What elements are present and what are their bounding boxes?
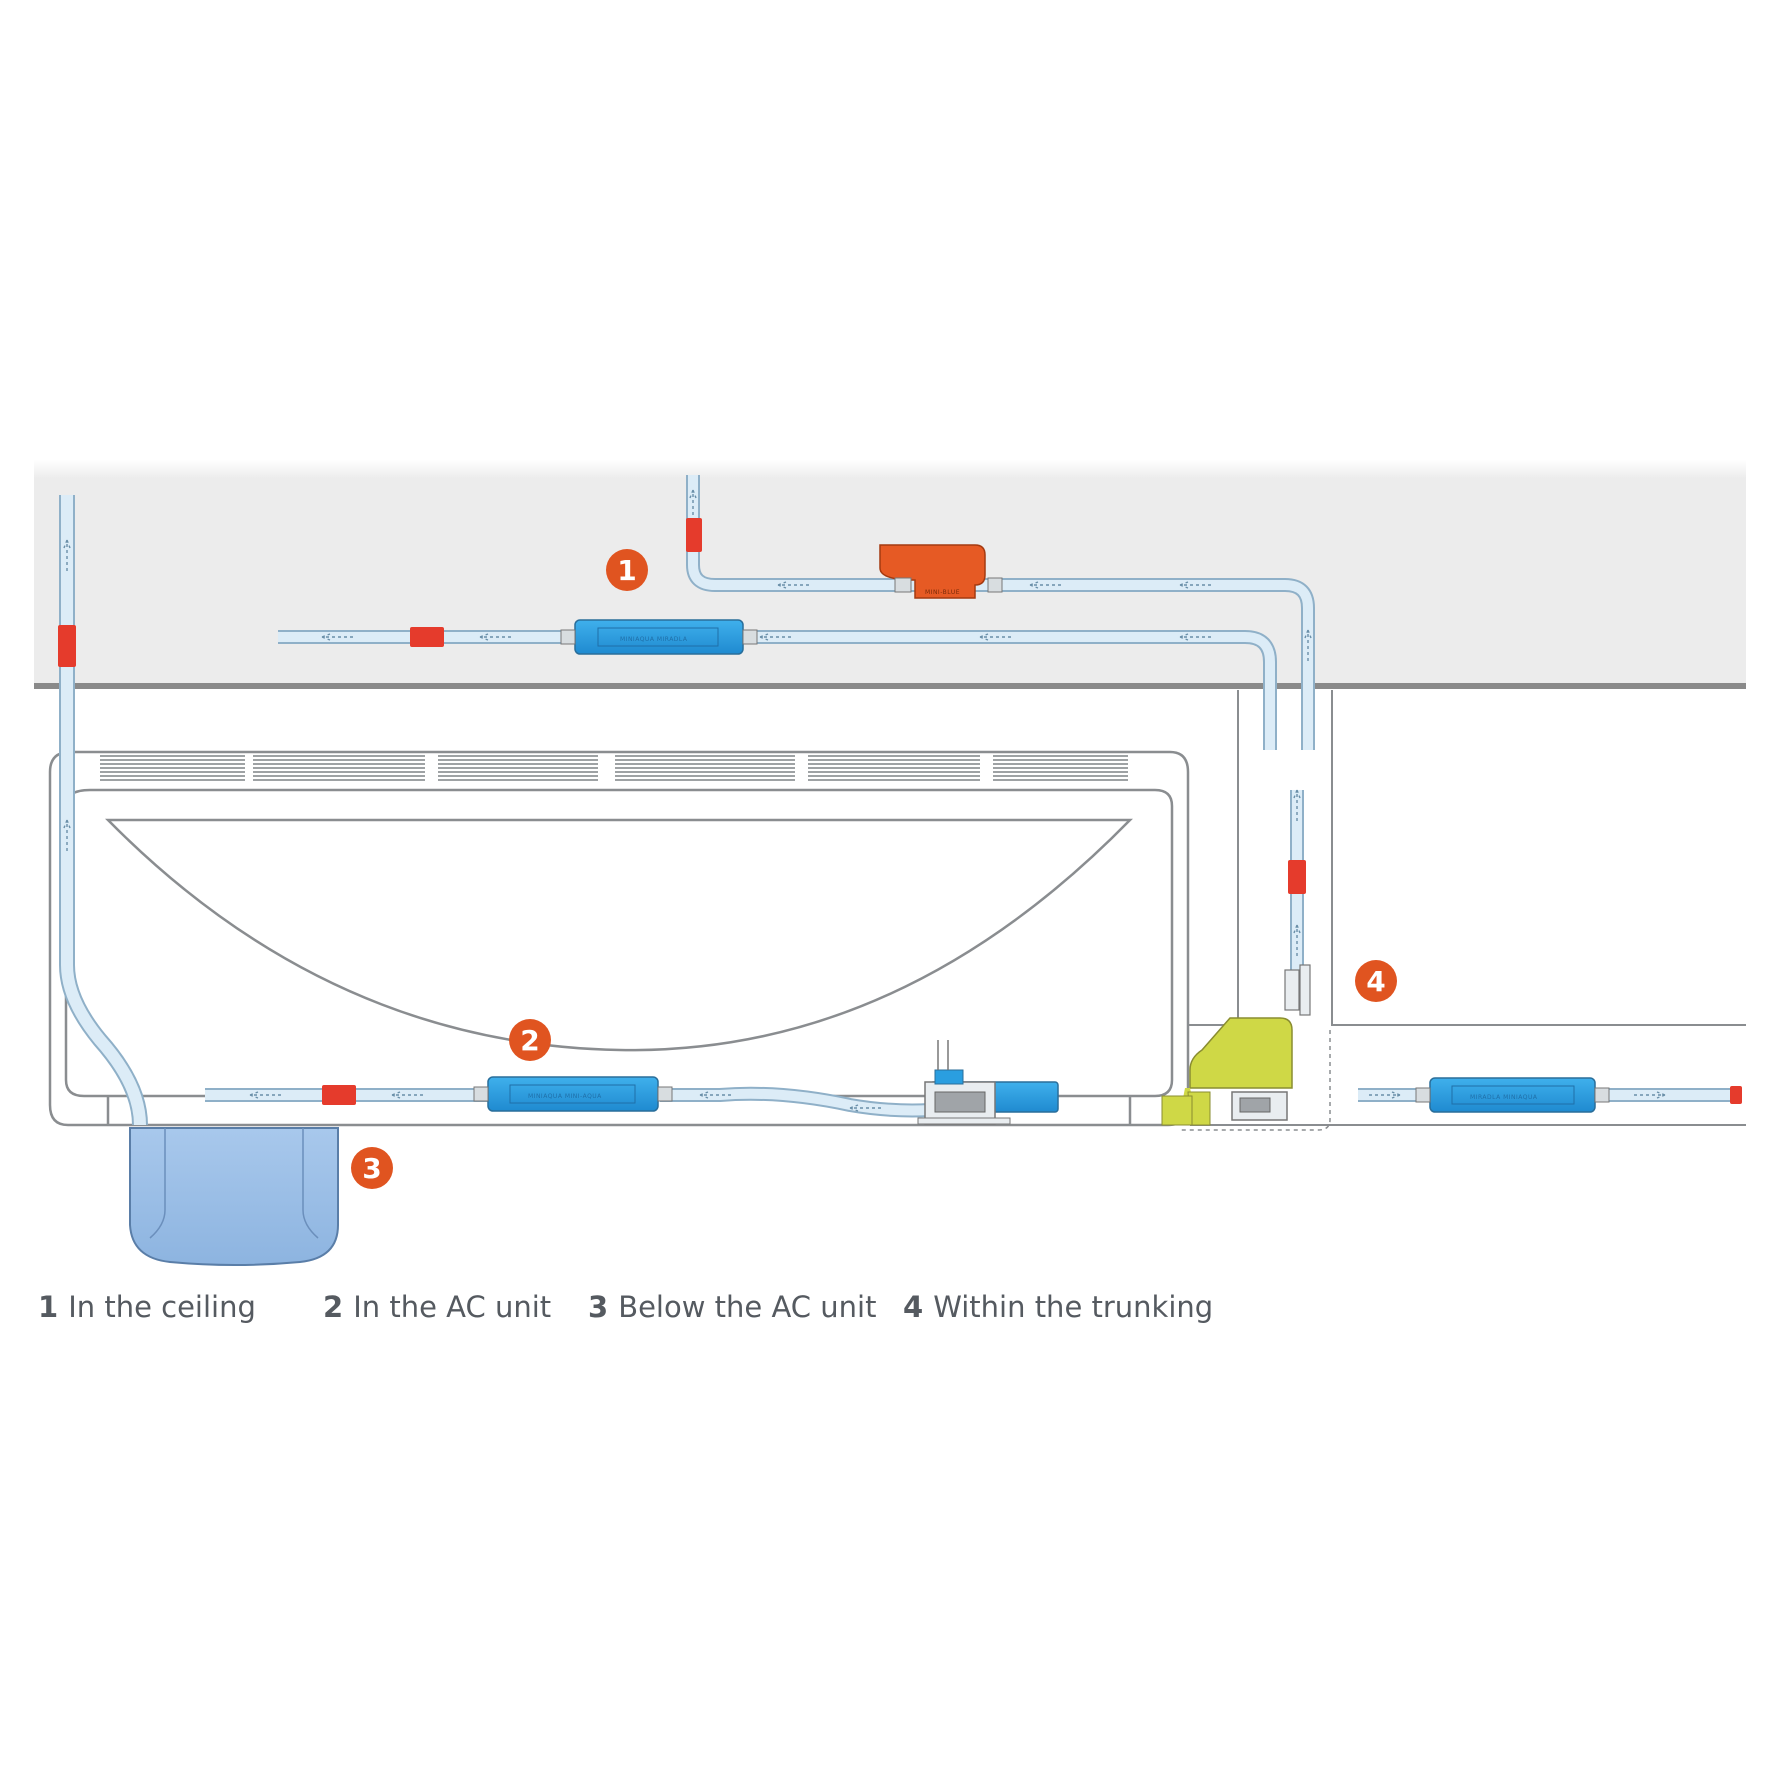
flow-arrow-icon [479,633,514,641]
legend-number: 4 [903,1290,924,1324]
flow-arrow-icon [979,633,1014,641]
pipe-coupler-icon [58,625,76,667]
pipe-coupler-icon [322,1085,356,1105]
pump-label: MINIAQUA MINI-AQUA [528,1093,602,1100]
flow-arrow-icon [777,581,812,589]
flow-arrows [63,489,1666,1112]
badge-1: 1 [606,549,648,591]
flow-arrow-icon [849,1104,884,1112]
flow-arrow-icon [1304,629,1312,664]
flow-arrow-icon [1179,581,1214,589]
legend-item-ac-unit: 2 In the AC unit [323,1290,588,1324]
pipe-coupler-icon [686,518,702,552]
legend-number: 1 [38,1290,59,1324]
float-tank-icon [917,1040,1059,1125]
flow-arrow-icon [1293,789,1301,824]
legend-item-trunking: 4 Within the trunking [903,1290,1233,1324]
flow-arrow-icon [1631,1091,1666,1099]
pump-label: MIRADLA MINIAQUA [1470,1094,1538,1101]
ceiling-line [34,683,1746,689]
legend-item-below-ac-unit: 3 Below the AC unit [588,1290,903,1324]
legend-label: In the AC unit [353,1290,552,1324]
flow-arrow-icon [1366,1091,1401,1099]
pipe-coupler-icon [1288,860,1306,894]
ac-vent-grille [100,755,1128,781]
pipe-coupler-icon [1730,1086,1742,1104]
legend: 1 In the ceiling 2 In the AC unit 3 Below t… [38,1290,1233,1324]
legend-number: 2 [323,1290,344,1324]
flow-arrow-icon [249,1091,284,1099]
badge-3: 3 [351,1147,393,1189]
legend-item-ceiling: 1 In the ceiling [38,1290,323,1324]
pipe-coupler-icon [410,627,444,647]
svg-text:1: 1 [617,554,636,587]
condensate-pump-icon: MINIAQUA MINI-AQUA [473,1076,673,1112]
legend-number: 3 [588,1290,609,1324]
flow-arrow-icon [759,633,794,641]
flow-arrow-icon [391,1091,426,1099]
badge-4: 4 [1355,960,1397,1002]
flow-arrow-icon [1179,633,1214,641]
svg-text:2: 2 [520,1024,539,1057]
svg-text:3: 3 [362,1152,381,1185]
flow-arrow-icon [1293,924,1301,959]
svg-text:4: 4 [1366,965,1385,998]
condensate-pump-icon: MINI-BLUE [879,544,1003,599]
condensate-pump-icon [1161,964,1331,1131]
flow-arrow-icon [321,633,356,641]
badge-2: 2 [509,1019,551,1061]
pipe-couplers [58,518,1742,1105]
flow-arrow-icon [699,1091,734,1099]
legend-label: Below the AC unit [618,1290,877,1324]
condensate-pump-icon: MIRADLA MINIAQUA [1415,1077,1610,1113]
pump-label: MINIAQUA MIRADLA [620,636,688,643]
flow-arrow-icon [1029,581,1064,589]
flow-arrow-icon [63,539,71,574]
flow-arrow-icon [63,819,71,854]
ac-unit [48,750,1190,1127]
legend-label: Within the trunking [933,1290,1214,1324]
float-tank-icon [129,1127,339,1266]
pump-label: MINI-BLUE [925,589,960,596]
condensate-pump-icon: MINIAQUA MIRADLA [560,619,758,655]
legend-label: In the ceiling [68,1290,256,1324]
